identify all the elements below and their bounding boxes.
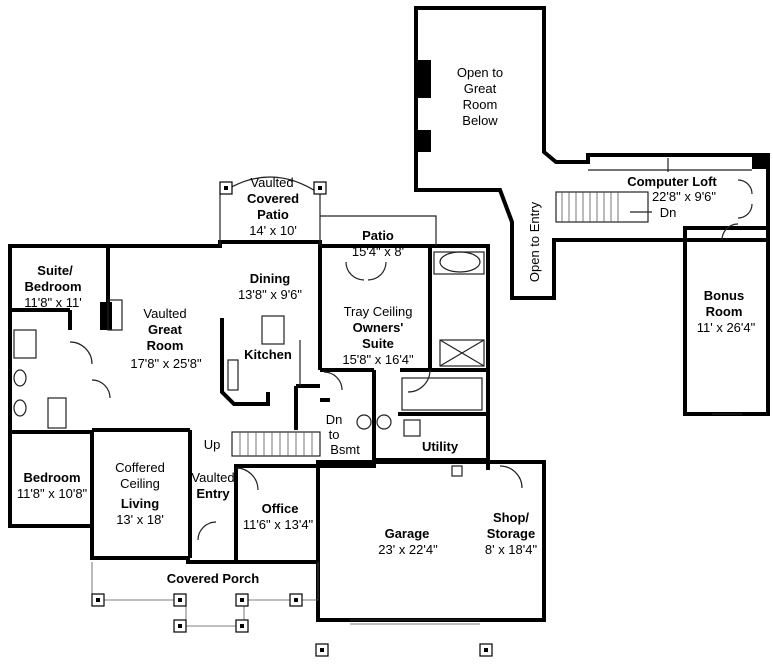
office-name: Office bbox=[262, 501, 299, 516]
bonus-room-name-2: Room bbox=[706, 304, 743, 319]
garage-name: Garage bbox=[385, 526, 430, 541]
loft-dn-label: Dn bbox=[660, 205, 677, 220]
bedroom-name: Bedroom bbox=[23, 470, 80, 485]
suite-bedroom-name-1: Suite/ bbox=[37, 263, 73, 278]
great-room-name-2: Room bbox=[147, 338, 184, 353]
garage-size: 23' x 22'4" bbox=[378, 542, 438, 557]
dn-bsmt-label-1: Dn bbox=[326, 412, 343, 427]
covered-patio-pre: Vaulted bbox=[250, 175, 293, 190]
shop-storage-name-1: Shop/ bbox=[493, 510, 529, 525]
bedroom-size: 11'8" x 10'8" bbox=[17, 486, 88, 501]
living-name: Living bbox=[121, 496, 159, 511]
bonus-room-size: 11' x 26'4" bbox=[697, 320, 756, 335]
covered-patio-size: 14' x 10' bbox=[249, 223, 297, 238]
open-great-room-label-3: Room bbox=[463, 97, 498, 112]
garage-wall bbox=[316, 460, 546, 622]
owners-suite-pre: Tray Ceiling bbox=[344, 304, 413, 319]
open-great-room-label-4: Below bbox=[462, 113, 498, 128]
bonus-room-name-1: Bonus bbox=[704, 288, 744, 303]
porch-posts bbox=[91, 181, 493, 657]
patio-outline bbox=[320, 215, 437, 246]
great-room-size: 17'8" x 25'8" bbox=[130, 356, 202, 371]
loft-corner-post bbox=[752, 155, 768, 169]
up-label: Up bbox=[204, 437, 221, 452]
balcony-railing-1 bbox=[417, 60, 431, 98]
office-size: 11'6" x 13'4" bbox=[243, 517, 314, 532]
open-entry-label: Open to Entry bbox=[527, 201, 542, 282]
owners-suite-size: 15'8" x 16'4" bbox=[342, 352, 414, 367]
open-great-room-label-1: Open to bbox=[457, 65, 503, 80]
computer-loft-size: 22'8" x 9'6" bbox=[652, 189, 716, 204]
kitchen-counters bbox=[220, 315, 285, 406]
room-labels: Open to Great Room Below Open to Entry C… bbox=[17, 65, 756, 586]
dining-size: 13'8" x 9'6" bbox=[238, 287, 302, 302]
owners-suite-name-1: Owners' bbox=[353, 320, 404, 335]
computer-loft-name: Computer Loft bbox=[627, 174, 717, 189]
main-stair bbox=[231, 431, 321, 457]
dining-name: Dining bbox=[250, 271, 290, 286]
dn-bsmt-label-2: to bbox=[329, 427, 340, 442]
left-bath-fixtures bbox=[13, 329, 67, 429]
balcony-railing-2 bbox=[417, 130, 431, 152]
upper-floor bbox=[414, 6, 770, 416]
house-outer-wall bbox=[8, 240, 490, 564]
fireplace bbox=[100, 302, 112, 330]
main-floor bbox=[8, 176, 546, 627]
open-to-great-room-wall bbox=[414, 6, 770, 300]
living-size: 13' x 18' bbox=[116, 512, 164, 527]
patio-size: 15'4" x 8' bbox=[352, 244, 404, 259]
entry-pre: Vaulted bbox=[191, 470, 234, 485]
living-pre-2: Ceiling bbox=[120, 476, 160, 491]
patio-name: Patio bbox=[362, 228, 394, 243]
owners-suite-name-2: Suite bbox=[362, 336, 394, 351]
great-room-name-1: Great bbox=[148, 322, 183, 337]
shop-storage-name-2: Storage bbox=[487, 526, 535, 541]
owners-bath-fixtures bbox=[401, 251, 485, 411]
great-room-pre: Vaulted bbox=[143, 306, 186, 321]
kitchen-name: Kitchen bbox=[244, 347, 292, 362]
utility-name: Utility bbox=[422, 439, 459, 454]
loft-stair bbox=[555, 191, 652, 223]
living-pre-1: Coffered bbox=[115, 460, 165, 475]
covered-patio-name-1: Covered bbox=[247, 191, 299, 206]
covered-patio-name-2: Patio bbox=[257, 207, 289, 222]
suite-bedroom-size: 11'8" x 11' bbox=[24, 295, 82, 310]
open-great-room-label-2: Great bbox=[464, 81, 497, 96]
covered-porch-name: Covered Porch bbox=[167, 571, 260, 586]
shop-storage-size: 8' x 18'4" bbox=[485, 542, 538, 557]
dn-bsmt-label-3: Bsmt bbox=[330, 442, 360, 457]
entry-name: Entry bbox=[196, 486, 230, 501]
suite-bedroom-name-2: Bedroom bbox=[24, 279, 81, 294]
